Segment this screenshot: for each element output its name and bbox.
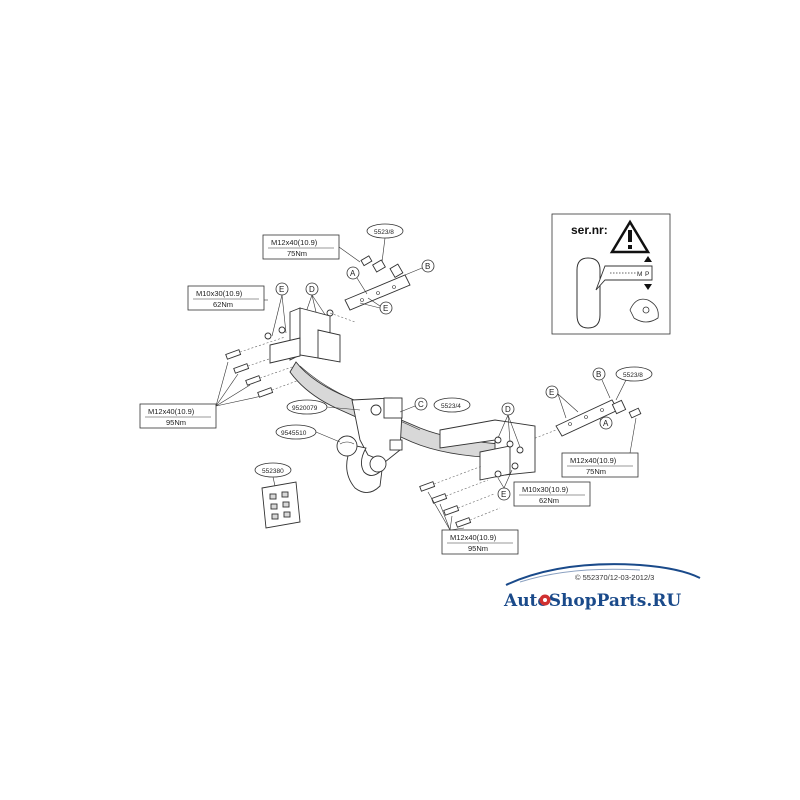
serial-number-box: ser.nr: M P bbox=[551, 213, 671, 335]
svg-text:M12x40(10.9): M12x40(10.9) bbox=[450, 533, 497, 542]
right-bracket bbox=[439, 419, 536, 481]
svg-text:D: D bbox=[505, 405, 511, 414]
ref-5523-8-top: 5523/8 bbox=[366, 223, 404, 263]
svg-text:9520079: 9520079 bbox=[292, 405, 318, 412]
svg-text:552380: 552380 bbox=[262, 468, 284, 475]
letter-e-bottom: E bbox=[497, 469, 513, 501]
svg-text:5523/4: 5523/4 bbox=[441, 403, 461, 410]
right-m10-callout: M10x30(10.9) 62Nm bbox=[513, 481, 591, 507]
bottom-bolts bbox=[419, 465, 501, 528]
svg-text:M10x30(10.9): M10x30(10.9) bbox=[522, 485, 569, 494]
top-bracket-parts bbox=[344, 255, 411, 311]
letter-d-right: D bbox=[497, 402, 521, 448]
letter-b-right: B bbox=[592, 367, 611, 399]
left-m12-callout: M12x40(10.9) 95Nm bbox=[139, 361, 263, 429]
svg-text:5523/8: 5523/8 bbox=[623, 372, 643, 379]
brand-name: AutoShopParts.RU bbox=[503, 591, 681, 611]
letter-a-top: A bbox=[346, 266, 368, 295]
serial-box-title: ser.nr: bbox=[571, 223, 608, 237]
right-plate-parts bbox=[519, 399, 642, 445]
warning-triangle-icon bbox=[609, 219, 651, 254]
svg-text:95Nm: 95Nm bbox=[166, 418, 186, 427]
left-bracket bbox=[269, 307, 341, 364]
wiring-booklet-icon bbox=[261, 481, 301, 529]
svg-text:M12x40(10.9): M12x40(10.9) bbox=[148, 407, 195, 416]
svg-text:9545510: 9545510 bbox=[281, 430, 307, 437]
serial-mark-p: P bbox=[645, 271, 649, 278]
ref-9545510: 9545510 bbox=[275, 424, 341, 443]
svg-text:62Nm: 62Nm bbox=[539, 496, 559, 505]
top-bolt-size: M12x40(10.9) bbox=[271, 238, 318, 247]
svg-text:M10x30(10.9): M10x30(10.9) bbox=[196, 289, 243, 298]
svg-text:75Nm: 75Nm bbox=[586, 467, 606, 476]
svg-text:E: E bbox=[501, 490, 506, 499]
left-m10-callout: M10x30(10.9) 62Nm bbox=[187, 285, 268, 311]
ref-9520079: 9520079 bbox=[286, 399, 361, 415]
letter-b-top: B bbox=[404, 259, 435, 276]
bottom-m12-callout: M12x40(10.9) 95Nm bbox=[427, 491, 519, 555]
svg-text:E: E bbox=[549, 388, 554, 397]
right-m12-top-callout: M12x40(10.9) 75Nm bbox=[561, 417, 639, 478]
ref-5523-4: 5523/4 bbox=[433, 397, 471, 413]
letter-e-left: E bbox=[271, 282, 289, 337]
letter-e-top: E bbox=[359, 297, 393, 315]
letter-c: C bbox=[399, 397, 428, 413]
svg-text:B: B bbox=[425, 262, 430, 271]
brand-logo: © 552370/12-03-2012/3 AutoShopParts.RU bbox=[503, 563, 701, 611]
tow-ball-assembly bbox=[336, 397, 403, 493]
svg-text:62Nm: 62Nm bbox=[213, 300, 233, 309]
svg-text:E: E bbox=[279, 285, 284, 294]
letter-e-right: E bbox=[545, 385, 579, 419]
top-bolt-callout: M12x40(10.9) 75Nm bbox=[262, 234, 361, 263]
serial-mark-m: M bbox=[637, 271, 642, 278]
copyright-text: © 552370/12-03-2012/3 bbox=[575, 573, 654, 582]
label-plate-icon: M P bbox=[576, 256, 659, 329]
ref-552380: 552380 bbox=[254, 462, 292, 487]
svg-text:D: D bbox=[309, 285, 315, 294]
ref-5523-8-right: 5523/8 bbox=[615, 366, 653, 401]
svg-text:C: C bbox=[418, 400, 424, 409]
svg-text:5523/8: 5523/8 bbox=[374, 229, 394, 236]
svg-text:E: E bbox=[383, 304, 388, 313]
svg-text:A: A bbox=[603, 419, 609, 428]
svg-text:95Nm: 95Nm bbox=[468, 544, 488, 553]
svg-text:B: B bbox=[596, 370, 601, 379]
svg-text:A: A bbox=[350, 269, 356, 278]
top-bolt-torque: 75Nm bbox=[287, 249, 307, 258]
svg-text:M12x40(10.9): M12x40(10.9) bbox=[570, 456, 617, 465]
